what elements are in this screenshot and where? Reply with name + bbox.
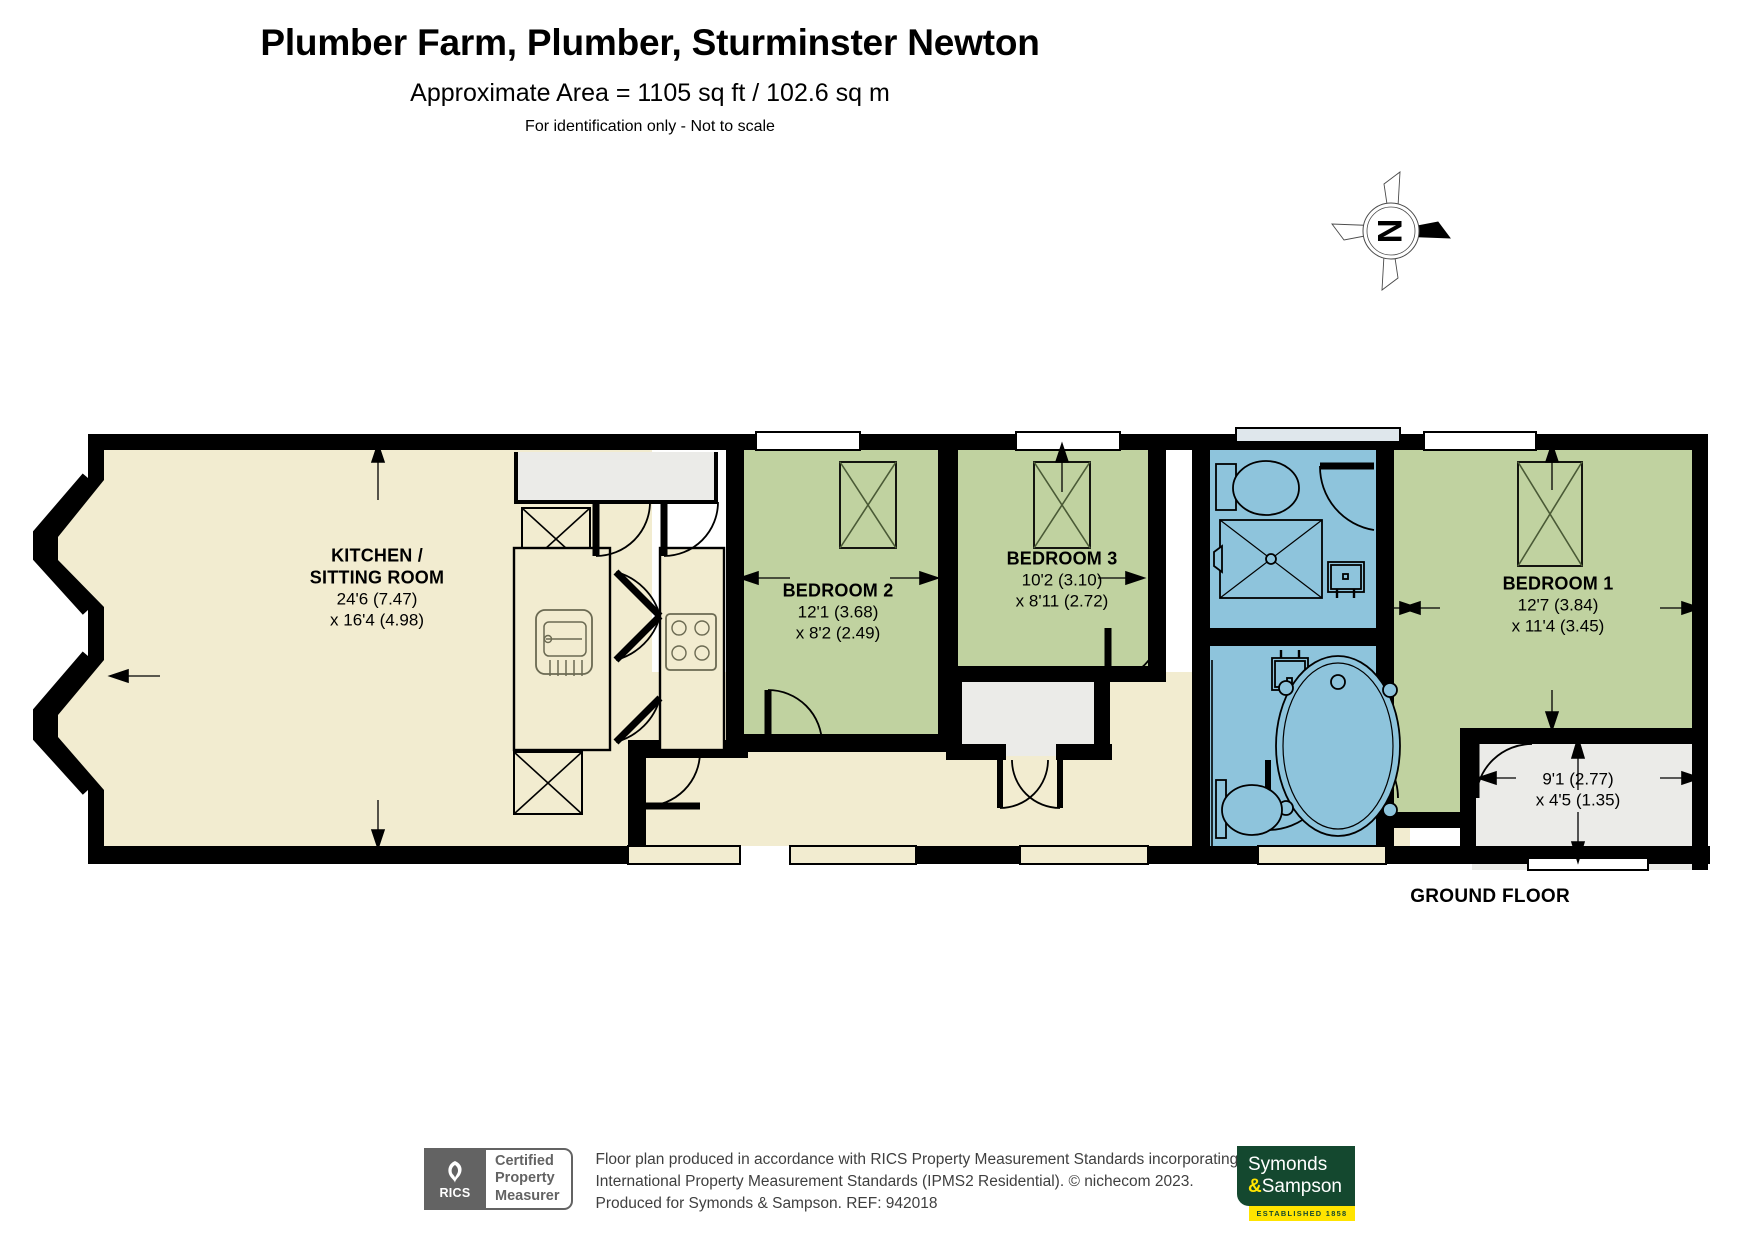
floor-level-label: GROUND FLOOR — [1410, 886, 1570, 907]
rics-logo-icon: RICS — [424, 1148, 486, 1210]
room-dim-line-1: 10'2 (3.10) — [1021, 570, 1103, 590]
logo-main-block: Symonds &Sampson — [1237, 1146, 1355, 1206]
disclaimer-line-3: Produced for Symonds & Sampson. REF: 942… — [595, 1195, 938, 1212]
disclaimer-line-2: International Property Measurement Stand… — [595, 1173, 1194, 1190]
logo-line-2-wrap: &Sampson — [1248, 1175, 1345, 1198]
rics-word-line-3: Measurer — [495, 1187, 560, 1204]
room-fill-hall — [640, 672, 1410, 846]
windows — [627, 427, 1649, 871]
doors — [592, 462, 1533, 831]
disclaimer-line-1: Floor plan produced in accordance with R… — [595, 1151, 1239, 1168]
room-label-bedroom-1: BEDROOM 1 12'7 (3.84) x 11'4 (3.45) — [1503, 573, 1614, 636]
room-fill-shower-room — [1208, 434, 1390, 630]
north-arrow-icon: N — [1331, 171, 1451, 291]
rics-word-line-1: Certified — [495, 1153, 554, 1170]
rics-emblem-icon — [448, 1160, 462, 1183]
room-label-bedroom-2: BEDROOM 2 12'1 (3.68) x 8'2 (2.49) — [783, 580, 894, 643]
rics-certified-badge: RICS Certified Property Measurer — [424, 1148, 574, 1210]
room-name-line-2: SITTING ROOM — [309, 567, 445, 588]
room-dim-line-1: 12'7 (3.84) — [1517, 595, 1599, 615]
disclaimer-text: Floor plan produced in accordance with R… — [595, 1148, 1238, 1215]
room-fill-bedroom-1-strip — [1390, 434, 1412, 824]
kitchen-fittings — [512, 452, 726, 815]
logo-line-2: Sampson — [1261, 1175, 1343, 1197]
page-title: Plumber Farm, Plumber, Sturminster Newto… — [260, 22, 1040, 63]
room-name-line-1: BEDROOM 1 — [1502, 573, 1614, 594]
rics-wordmark: RICS — [439, 1185, 471, 1200]
walls — [33, 434, 1710, 870]
room-dim-line-2: x 11'4 (3.45) — [1511, 615, 1605, 635]
bathroom-fixtures — [1211, 650, 1401, 846]
room-dim-line-2: x 16'4 (4.98) — [330, 609, 424, 629]
room-dim-line-1: 24'6 (7.47) — [336, 589, 418, 609]
room-dim-line-2: x 4'5 (1.35) — [1535, 790, 1621, 809]
room-dim-line-2: x 8'2 (2.49) — [795, 622, 881, 642]
room-label-store: 9'1 (2.77) x 4'5 (1.35) — [1536, 769, 1621, 810]
room-name-line-1: BEDROOM 2 — [782, 580, 894, 601]
room-fill-bathroom — [1208, 646, 1390, 846]
logo-line-1: Symonds — [1248, 1154, 1328, 1175]
room-fill-recess — [962, 676, 1102, 756]
room-fill-porch — [520, 452, 716, 502]
room-dim-line-1: 12'1 (3.68) — [797, 602, 879, 622]
logo-ampersand: & — [1248, 1175, 1262, 1197]
footer: RICS Certified Property Measurer Floor p… — [424, 1148, 1238, 1215]
rics-badge-words: Certified Property Measurer — [486, 1148, 574, 1210]
logo-established-band: ESTABLISHED 1858 — [1249, 1205, 1355, 1221]
compass-n-label: N — [1370, 219, 1408, 244]
room-dim-line-2: x 8'11 (2.72) — [1015, 590, 1109, 610]
scale-note: For identification only - Not to scale — [525, 118, 775, 136]
room-dim-line-1: 9'1 (2.77) — [1542, 769, 1614, 789]
symonds-sampson-logo: Symonds &Sampson ESTABLISHED 1858 — [1237, 1146, 1355, 1221]
compass-rose: N — [1326, 166, 1456, 296]
shower-room-fixtures — [1213, 460, 1365, 599]
room-fill-kitchen — [45, 434, 652, 846]
room-label-bedroom-3: BEDROOM 3 10'2 (3.10) x 8'11 (2.72) — [1007, 548, 1118, 611]
room-name-line-1: BEDROOM 3 — [1006, 548, 1118, 569]
room-name-line-1: KITCHEN / — [331, 545, 423, 566]
area-summary: Approximate Area = 1105 sq ft / 102.6 sq… — [410, 78, 890, 107]
dimension-arrows — [107, 441, 1703, 865]
rics-word-line-2: Property — [495, 1170, 555, 1187]
room-label-kitchen-sitting-room: KITCHEN / SITTING ROOM 24'6 (7.47) x 16'… — [310, 545, 444, 630]
bedroom-furniture — [839, 461, 1583, 567]
header: Plumber Farm, Plumber, Sturminster Newto… — [0, 22, 1300, 137]
